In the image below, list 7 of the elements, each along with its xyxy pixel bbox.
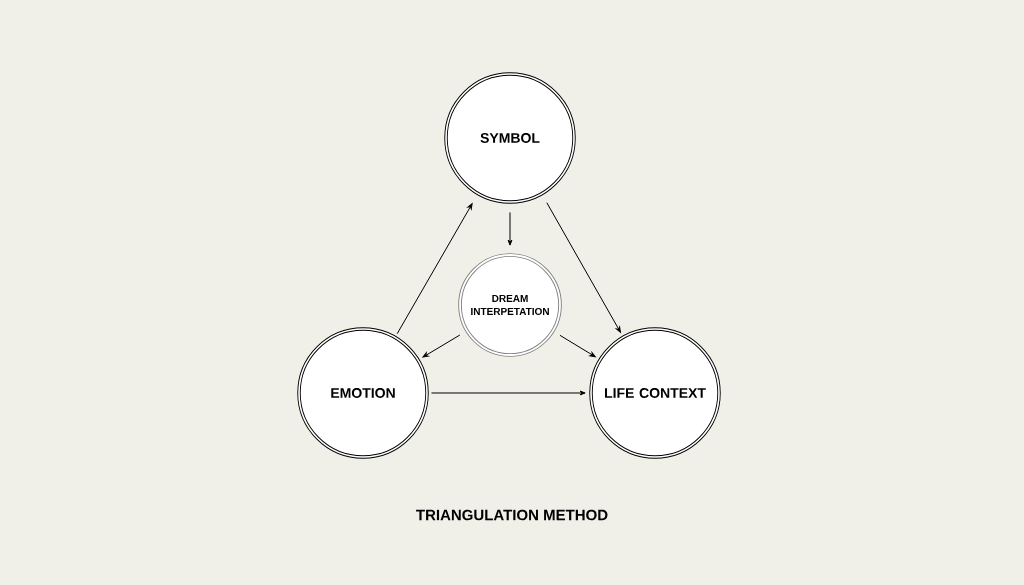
arrow xyxy=(422,334,461,358)
arrow xyxy=(430,390,586,396)
caption: TRIANGULATION METHOD xyxy=(416,509,608,521)
arrow xyxy=(559,334,596,358)
arrow xyxy=(546,202,621,333)
arrow xyxy=(507,211,513,246)
arrow xyxy=(396,203,473,335)
